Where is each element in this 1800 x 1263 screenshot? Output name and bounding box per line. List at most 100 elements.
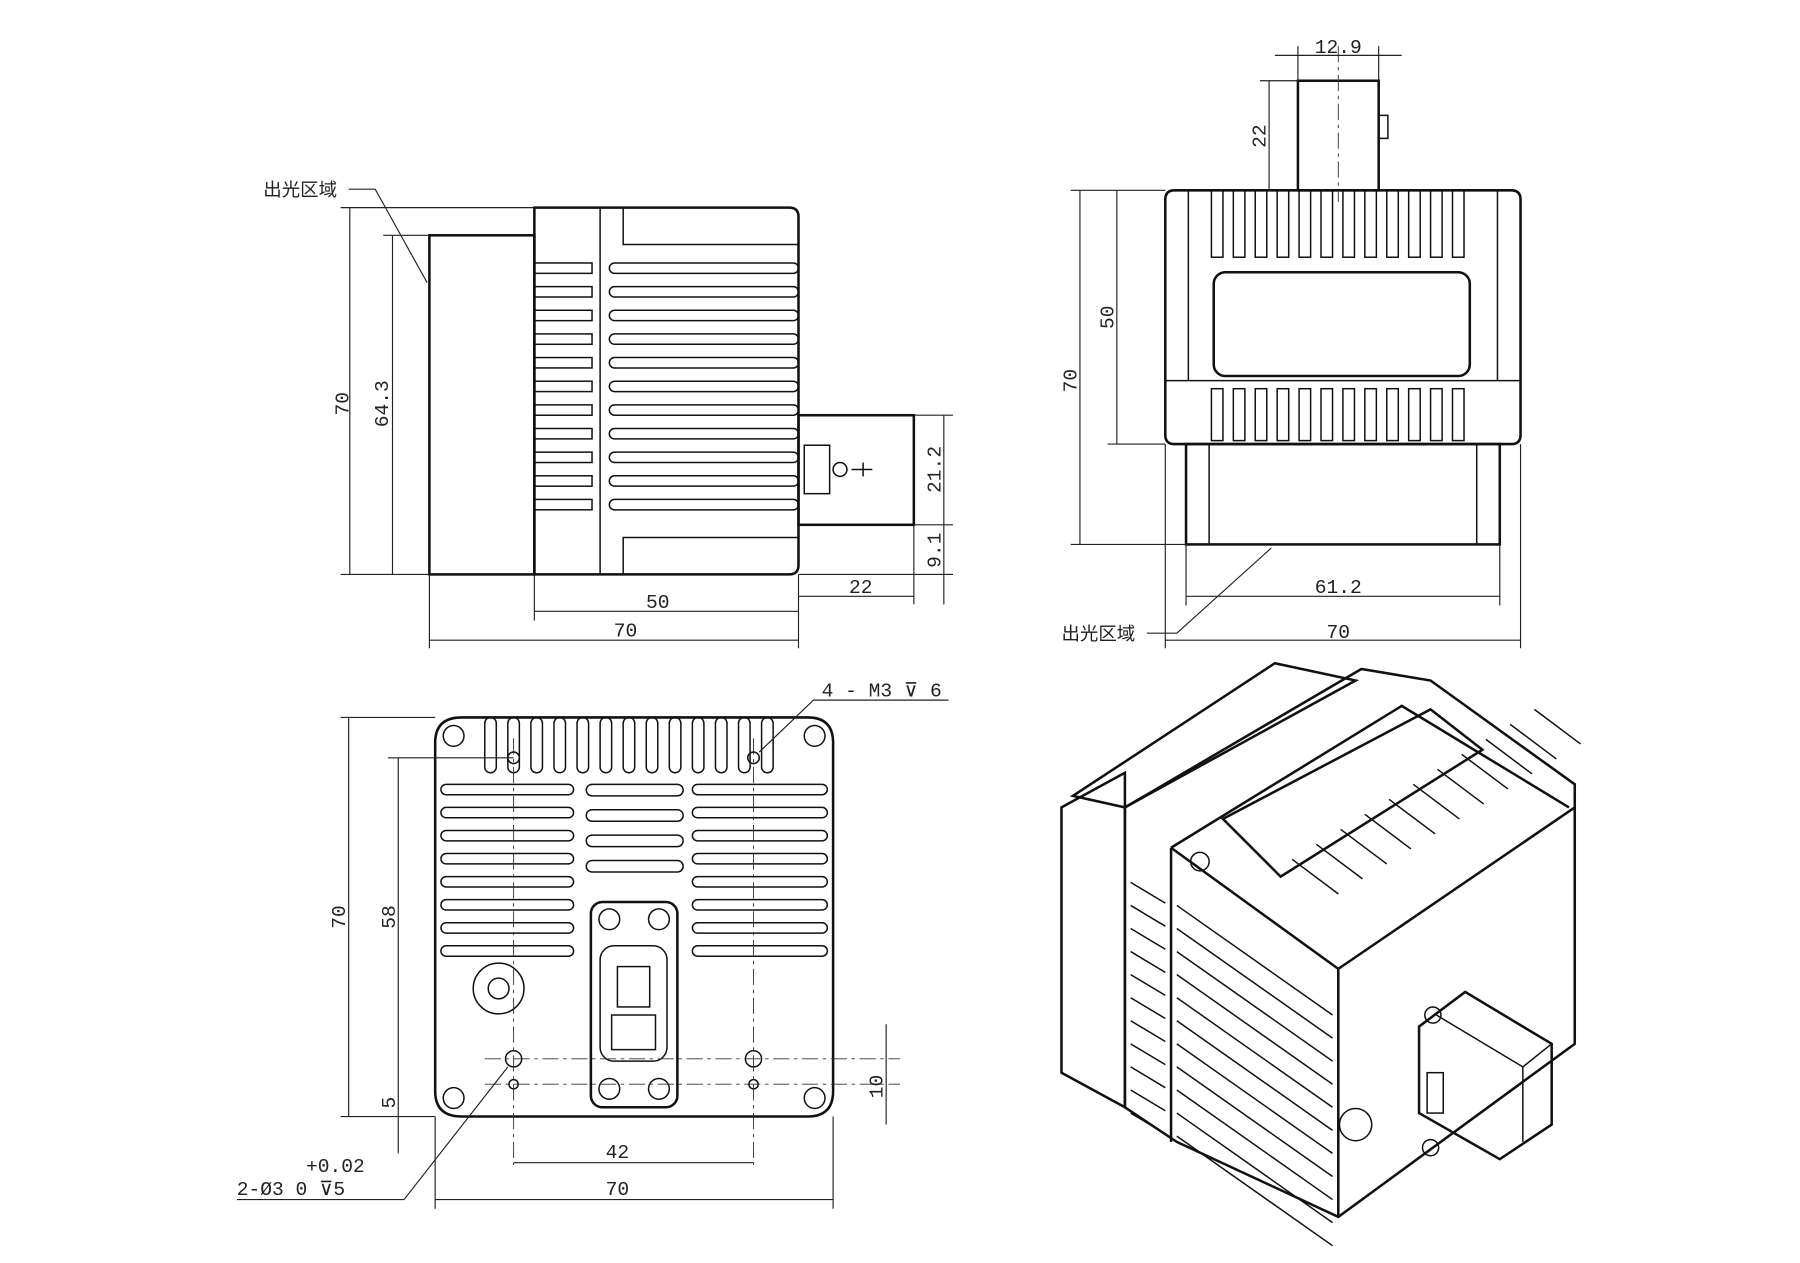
fin (599, 716, 613, 774)
fin (608, 498, 800, 511)
fin (608, 262, 800, 275)
fin (585, 783, 684, 797)
fin (1451, 189, 1465, 258)
fin (1130, 881, 1166, 904)
fin (1320, 387, 1334, 442)
fin (1342, 387, 1356, 442)
fin (691, 898, 829, 911)
fin (608, 380, 800, 393)
fin (533, 333, 593, 346)
dim-hole-offset: 5 (379, 1097, 401, 1109)
fin (1176, 904, 1333, 1016)
fin (1276, 387, 1290, 442)
fin (440, 829, 575, 842)
dim-connector-height: 21.2 (924, 446, 946, 493)
dim-body-height: 50 (1097, 305, 1119, 329)
fin (1385, 189, 1400, 258)
fin (440, 921, 575, 934)
fin (1364, 189, 1378, 258)
fin (645, 716, 659, 774)
iso-fins (1130, 708, 1581, 1247)
fin (1451, 387, 1465, 442)
fin (585, 859, 684, 873)
fin (1437, 768, 1485, 805)
fin (608, 451, 800, 464)
fin (608, 475, 800, 487)
fin (1176, 1089, 1333, 1201)
fin (1429, 387, 1443, 442)
isometric-view (1060, 661, 1581, 1247)
connector-label-plate (803, 444, 831, 495)
light-exit-window (428, 234, 536, 576)
fin (1291, 858, 1339, 895)
front-fins (1210, 189, 1465, 442)
fin (1320, 189, 1334, 258)
fin (691, 783, 829, 796)
fin (1176, 1043, 1333, 1155)
fin (1340, 828, 1388, 865)
fin (1276, 189, 1290, 258)
iso-light-window (1060, 770, 1127, 1110)
fin (440, 945, 575, 957)
fin (484, 716, 498, 774)
side-fins (533, 262, 800, 511)
fin (530, 716, 544, 774)
dim-total-height: 70 (329, 905, 351, 929)
dim-connector-length: 22 (1250, 124, 1272, 148)
fin (440, 898, 575, 911)
dim-height-total: 70 (333, 392, 355, 416)
iso-body (1123, 667, 1577, 1219)
dim-connector-offset: 9.1 (924, 533, 946, 568)
fin (1385, 387, 1400, 442)
fin (691, 806, 829, 819)
fin (608, 285, 800, 298)
bottom-body (433, 716, 835, 1118)
dim-pin-offset: 10 (867, 1075, 889, 1099)
fin (691, 852, 829, 865)
fin (1130, 1112, 1166, 1135)
dim-total-length: 70 (614, 621, 638, 643)
dim-connector-width: 12.9 (1315, 37, 1362, 59)
light-exit-window (1184, 442, 1502, 546)
fin (714, 716, 728, 774)
dim-total-width: 70 (606, 1179, 630, 1201)
fin (585, 808, 684, 822)
fin (1407, 189, 1421, 258)
fin (1298, 387, 1312, 442)
dim-total-height: 70 (1060, 369, 1082, 393)
dim-total-width: 70 (1327, 622, 1351, 644)
fin (1130, 1020, 1166, 1043)
fin (533, 427, 593, 440)
dim-height-window: 64.3 (372, 380, 394, 427)
fin (1130, 1066, 1166, 1089)
side-connector (797, 413, 916, 527)
fin (1254, 189, 1268, 258)
fin (668, 716, 682, 774)
mounting-holes (442, 724, 826, 1110)
fin (1176, 927, 1333, 1039)
fin (1364, 813, 1412, 850)
fin (1130, 950, 1166, 973)
fin (1533, 708, 1581, 745)
fin (691, 921, 829, 934)
fin (1388, 798, 1436, 835)
side-body (533, 206, 800, 576)
fin (533, 475, 593, 487)
fin (1176, 974, 1333, 1085)
fin (1485, 738, 1533, 775)
fin (691, 829, 829, 842)
fin (622, 716, 636, 774)
fin (440, 875, 575, 888)
dim-hole-spacing-h: 42 (606, 1142, 630, 1164)
front-window (1212, 270, 1472, 378)
fin (533, 309, 593, 322)
fin (440, 852, 575, 865)
front-body (1164, 189, 1522, 446)
fin (608, 356, 800, 369)
bottom-connector (589, 900, 679, 1109)
fin (1176, 1020, 1333, 1131)
fin (608, 333, 800, 346)
fin (1130, 974, 1166, 997)
